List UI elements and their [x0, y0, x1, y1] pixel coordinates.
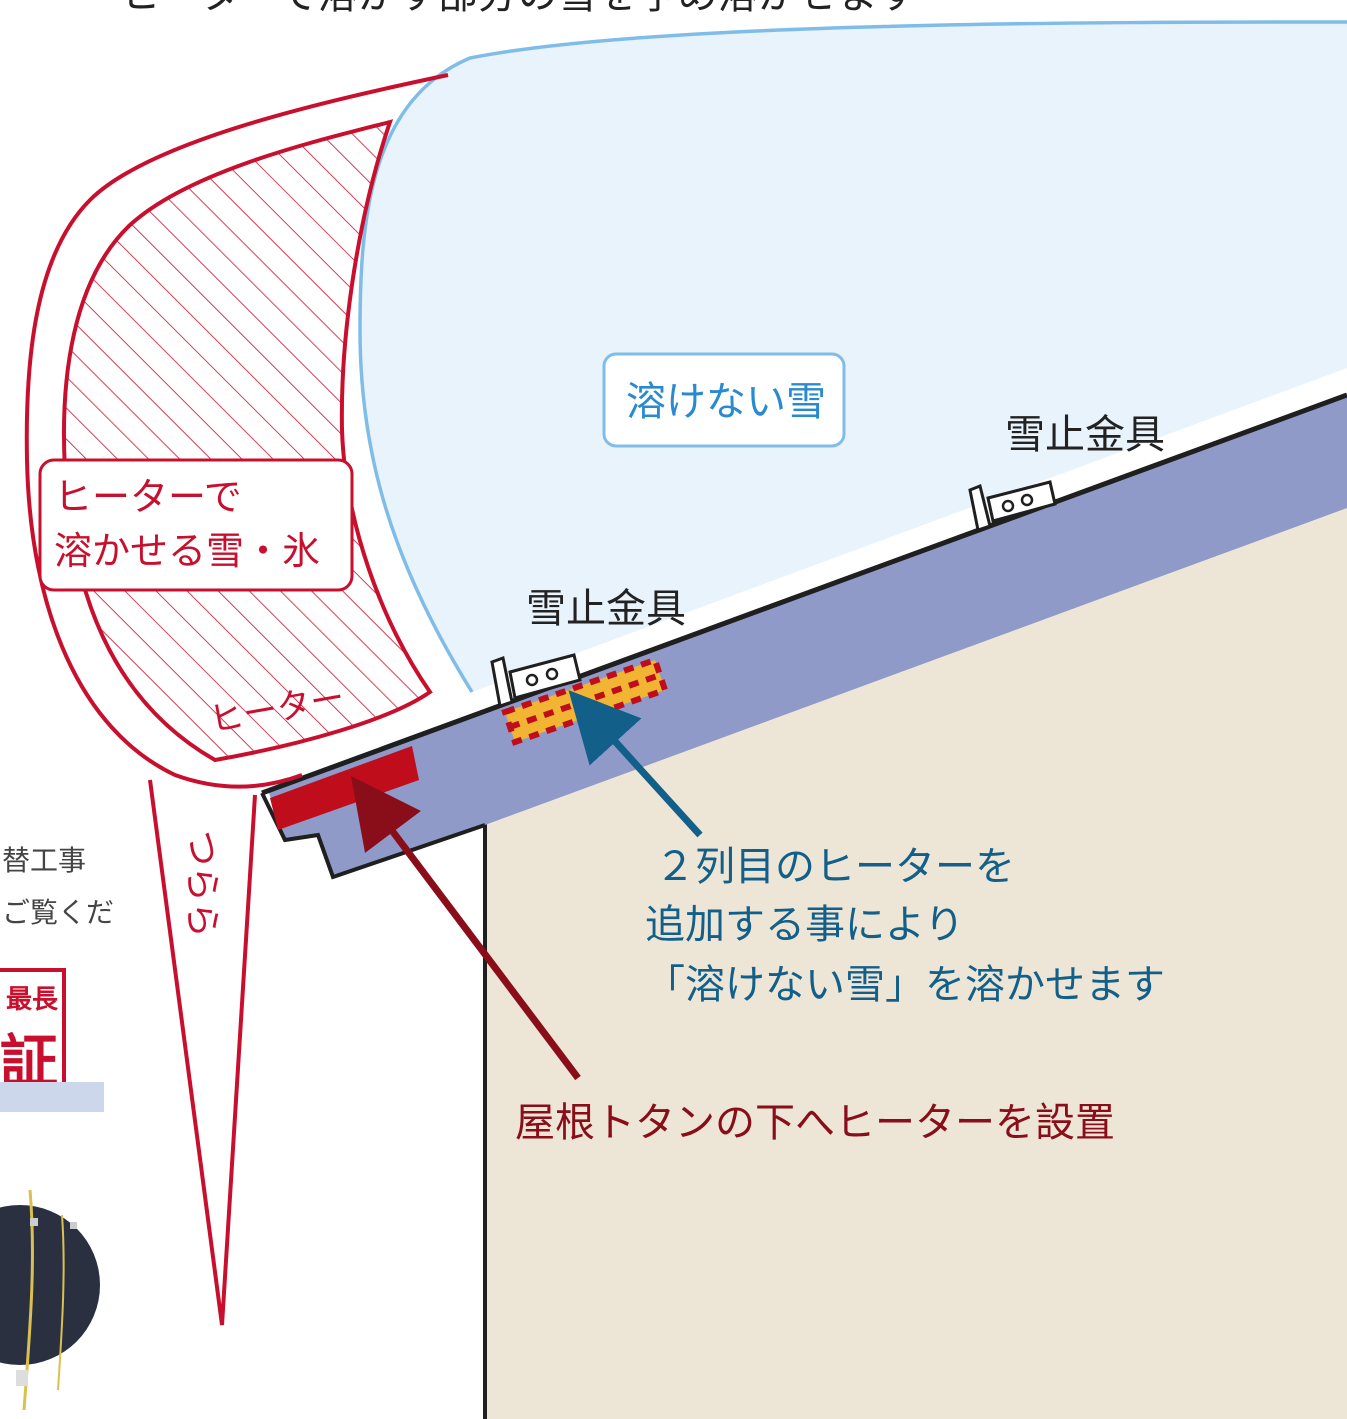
under-roof-heater-label: 屋根トタンの下へヒーターを設置	[515, 1100, 1115, 1146]
snow-outline	[358, 20, 1347, 693]
top-caption: ヒーターで溶かす部分の雪を予め溶かせます	[120, 0, 918, 18]
under-roof-arrow	[350, 776, 581, 1081]
side-photo	[0, 1189, 100, 1411]
snow-guard-lower-label: 雪止金具	[526, 586, 686, 632]
icicle-label: つらら	[181, 830, 222, 938]
unmelted-snow-label: 溶けない雪	[626, 379, 826, 425]
side-badge: 最長 証	[0, 968, 66, 1098]
melt-zone-boundary	[24, 73, 449, 789]
meltable-snow-hatch	[61, 119, 433, 763]
meltable-label-line1: ヒーターで	[54, 475, 242, 519]
roof-top-edge	[261, 392, 1347, 796]
unmelted-snow-area	[360, 22, 1347, 692]
unmelted-snow-label-box: 溶けない雪	[602, 352, 846, 448]
snow-guard-upper-icon	[968, 480, 1057, 532]
snow-guard-lower-icon	[490, 653, 582, 708]
side-text-1: 替工事	[2, 844, 86, 877]
meltable-label-line2: 溶かせる雪・氷	[54, 529, 320, 573]
side-badge-top: 最長	[6, 985, 59, 1015]
house-wall	[485, 500, 1347, 1419]
second-row-text-2: 追加する事により	[645, 902, 964, 948]
roof-slab	[268, 395, 1347, 877]
side-bar	[0, 1082, 104, 1112]
second-row-text-3: 「溶けない雪」を溶かせます	[645, 962, 1165, 1008]
meltable-snow-label-box: ヒーターで 溶かせる雪・氷	[38, 458, 354, 592]
side-text-2: ご覧くだ	[2, 896, 114, 929]
second-row-arrow	[568, 690, 703, 838]
second-row-text-1: ２列目のヒーターを	[655, 844, 1015, 890]
snow-guard-upper-label: 雪止金具	[1005, 412, 1165, 458]
eave-heater	[270, 746, 419, 830]
icicle-shape	[148, 779, 257, 1326]
